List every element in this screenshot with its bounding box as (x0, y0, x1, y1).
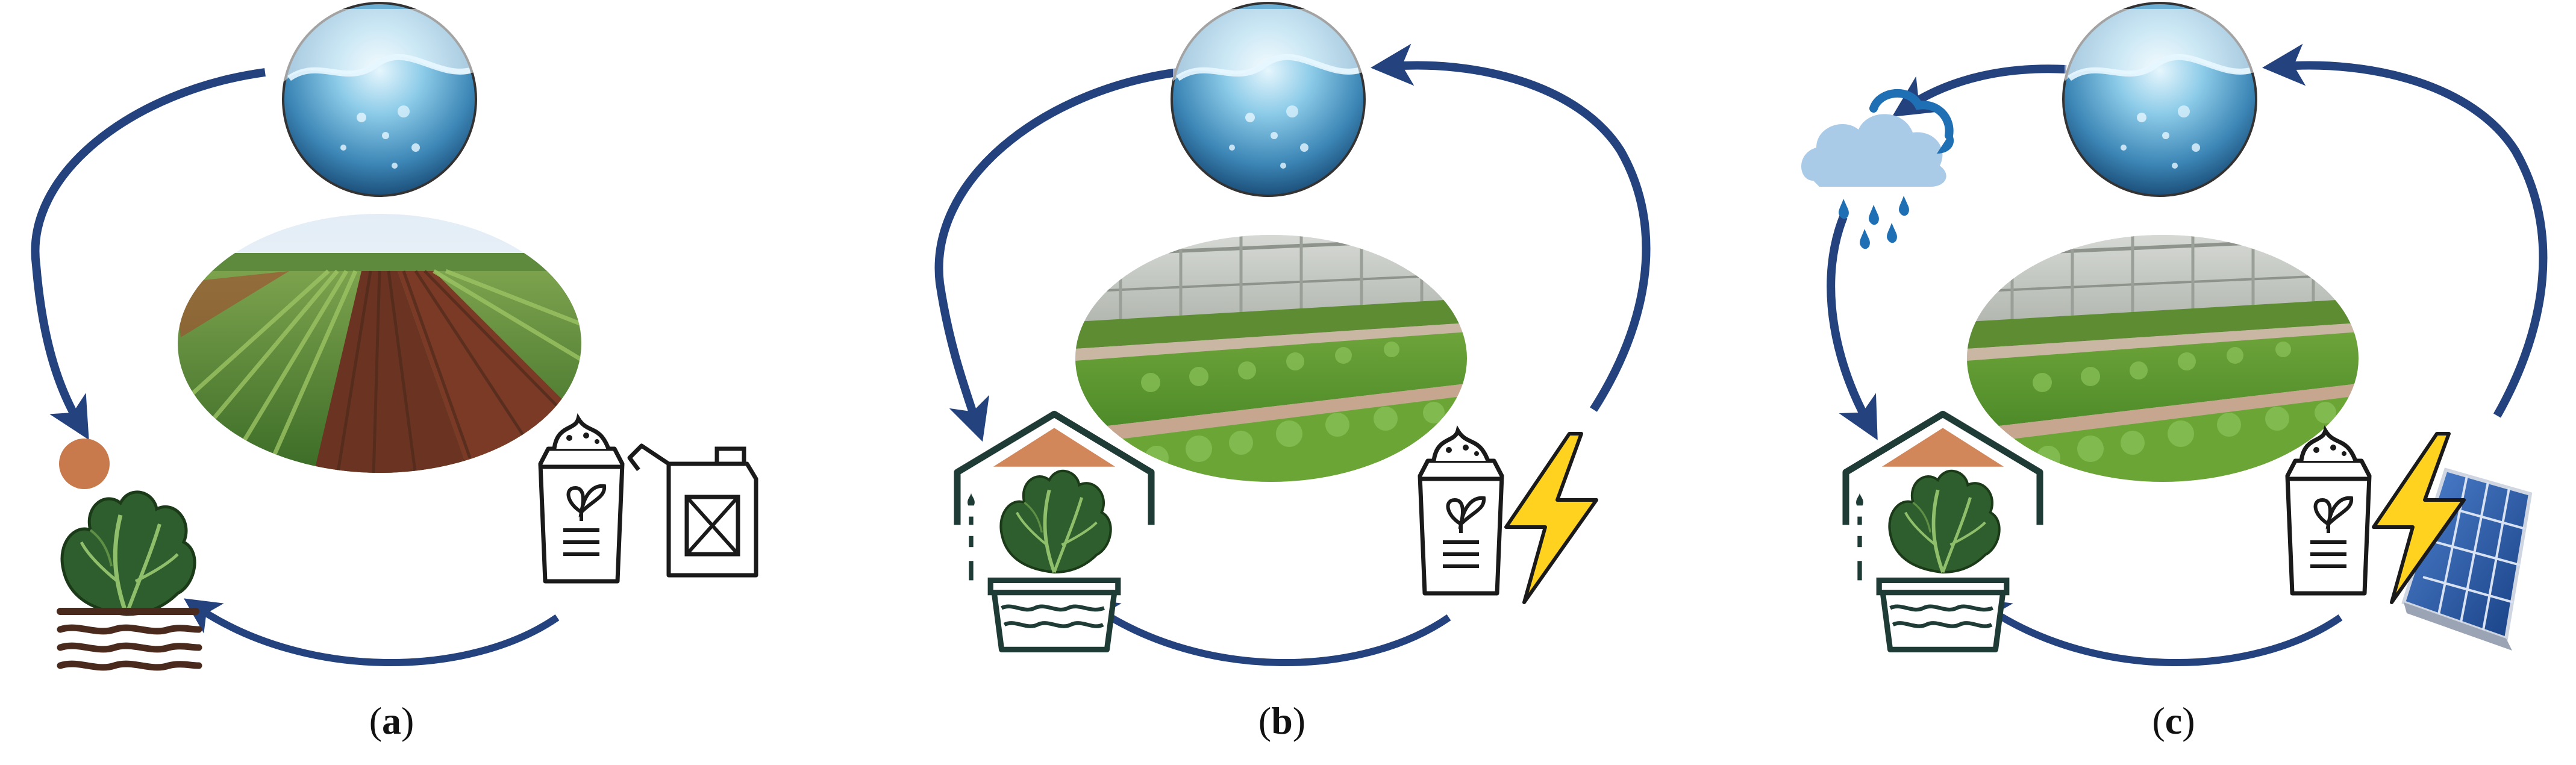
caption-close-paren: ) (2182, 699, 2195, 742)
panel-a-open-field (31, 3, 758, 671)
caption-letter: c (2165, 699, 2183, 742)
open-field-photo (178, 214, 581, 473)
caption-letter: a (382, 699, 401, 742)
arrow-energy-to-water-b (1371, 43, 1651, 412)
caption-open-paren: ( (1258, 699, 1272, 742)
caption-close-paren: ) (401, 699, 414, 742)
arrow-inputs-to-crop-c (1973, 598, 2343, 666)
caption-letter: b (1271, 699, 1293, 742)
caption-open-paren: ( (369, 699, 382, 742)
fertilizer-bag-icon (1420, 431, 1502, 593)
rain-cloud-icon (1801, 89, 1954, 249)
greenhouse-photo (1066, 226, 1476, 491)
caption-c: (c) (2113, 699, 2234, 743)
panel-c-greenhouse-solar (1801, 3, 2548, 666)
lightning-bolt-icon (1506, 434, 1596, 602)
lettuce-in-soil-icon (57, 492, 202, 671)
arrow-cloud-to-crop-c (1827, 215, 1878, 440)
caption-open-paren: ( (2152, 699, 2165, 742)
lettuce-in-greenhouse-pot-icon (1846, 414, 2040, 649)
fertilizer-bag-icon (540, 419, 622, 581)
fuel-can-icon (627, 443, 758, 578)
caption-a: (a) (331, 699, 452, 743)
caption-b: (b) (1222, 699, 1342, 743)
panel-b-greenhouse (934, 3, 1651, 666)
water-sphere-icon (1172, 3, 1365, 196)
lettuce-in-greenhouse-pot-icon (957, 414, 1151, 649)
caption-close-paren: ) (1292, 699, 1306, 742)
arrow-water-to-crop-b (934, 68, 1178, 442)
arrow-water-to-crop-a (31, 68, 266, 440)
water-sphere-icon (2063, 3, 2256, 196)
water-sphere-icon (283, 3, 476, 196)
arrow-inputs-to-crop-b (1081, 598, 1451, 666)
arrow-water-to-cloud-c (1892, 64, 2067, 117)
arrow-energy-to-water-c (2262, 43, 2548, 418)
seed-dot-icon (59, 439, 110, 489)
arrow-inputs-to-crop-a (184, 598, 560, 666)
fertilizer-bag-icon (2287, 431, 2369, 593)
